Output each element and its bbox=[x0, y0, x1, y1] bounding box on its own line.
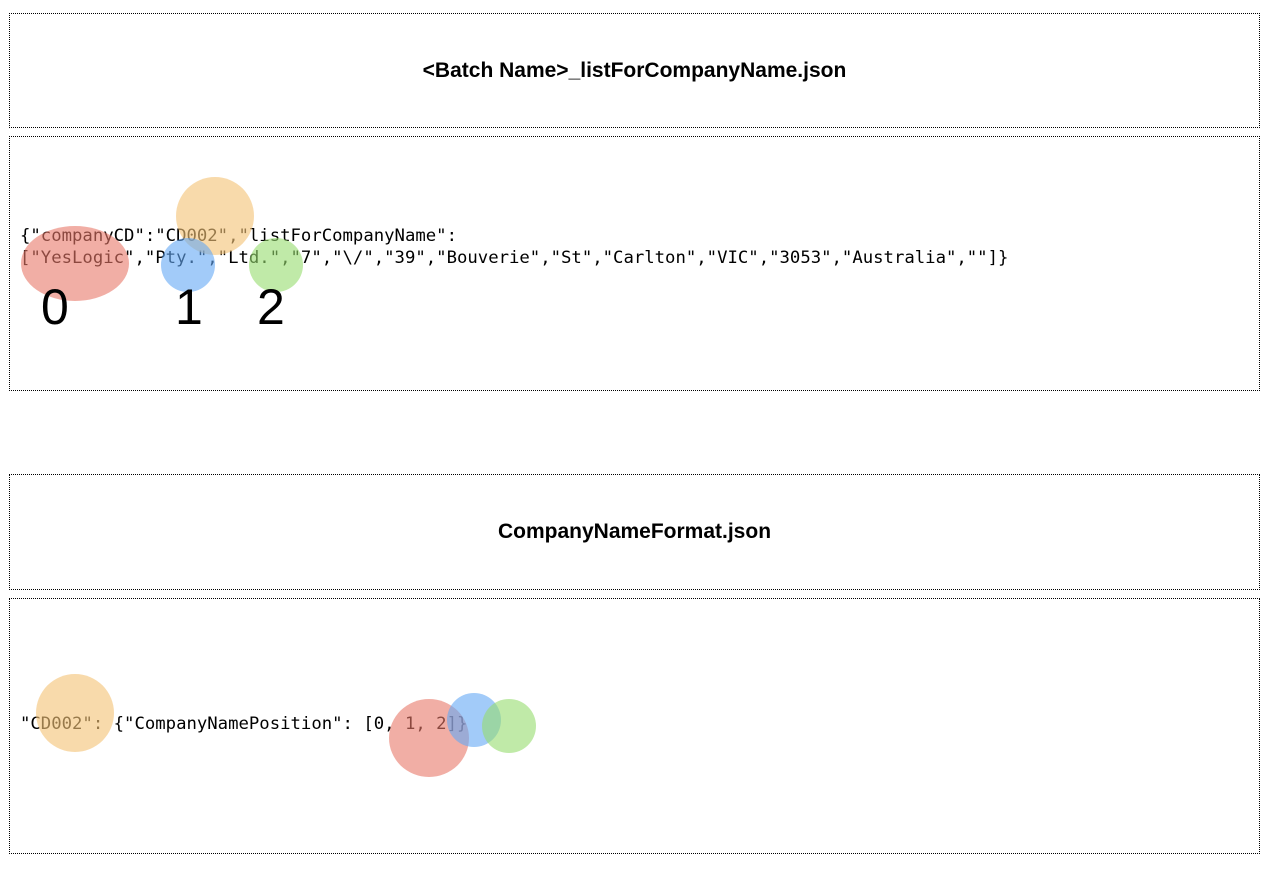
highlight-companycd-format bbox=[36, 674, 114, 752]
file-title-box-list: <Batch Name>_listForCompanyName.json bbox=[9, 13, 1260, 128]
file-title-box-format: CompanyNameFormat.json bbox=[9, 474, 1260, 590]
highlight-index-0 bbox=[21, 226, 129, 301]
index-label-2: 2 bbox=[257, 279, 285, 335]
code-box-list: {"companyCD":"CD002","listForCompanyName… bbox=[9, 136, 1260, 391]
highlight-position-2 bbox=[482, 699, 536, 753]
highlight-index-1 bbox=[161, 238, 215, 292]
code-box-format: "CD002": {"CompanyNamePosition": [0, 1, … bbox=[9, 598, 1260, 854]
highlight-index-2 bbox=[249, 238, 303, 292]
file-title-list: <Batch Name>_listForCompanyName.json bbox=[422, 58, 847, 82]
index-label-1: 1 bbox=[175, 279, 203, 335]
index-label-0: 0 bbox=[41, 279, 69, 335]
file-title-format: CompanyNameFormat.json bbox=[497, 520, 772, 543]
